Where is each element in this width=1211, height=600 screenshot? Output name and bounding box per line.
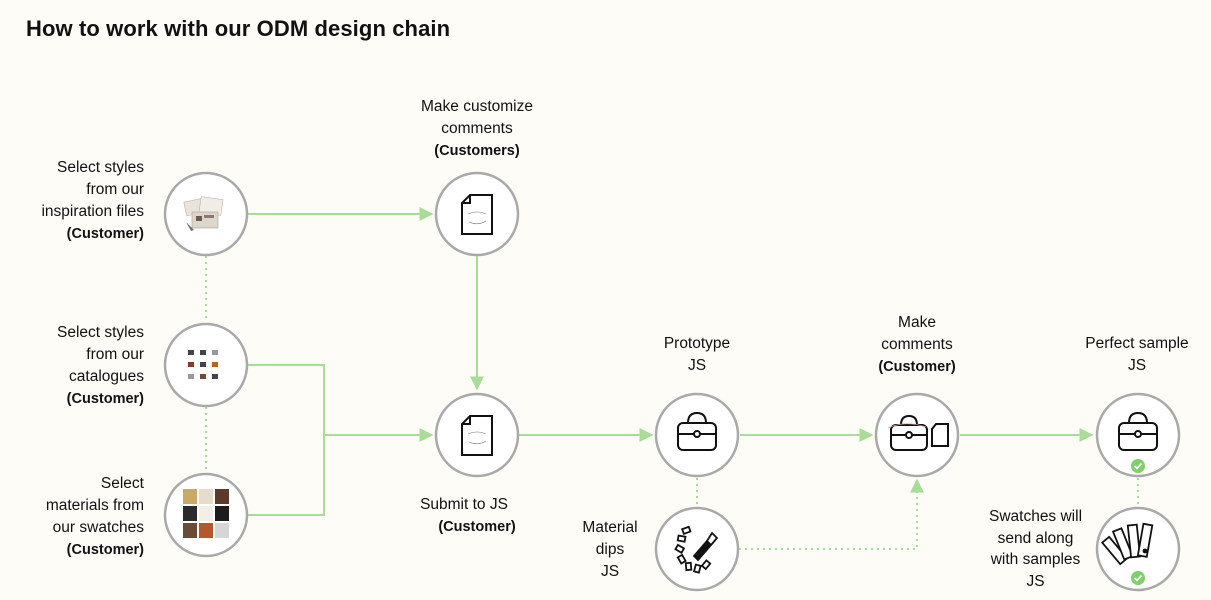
connectors [205, 207, 1139, 550]
fan-deck-icon [1100, 522, 1154, 566]
label-line: Make customize [421, 98, 533, 115]
node-perfect [1095, 392, 1181, 478]
label-prototype: Prototype JS [637, 333, 757, 377]
label-comments: Make comments (Customer) [857, 312, 977, 378]
label-role: (Customers) [434, 143, 520, 159]
label-line: Prototype [663, 335, 731, 352]
label-line: dips [595, 541, 625, 558]
handbag-document-icon [887, 414, 949, 451]
label-line: from our [86, 346, 144, 363]
label-line: from our [86, 181, 144, 198]
label-line: JS [1026, 572, 1045, 590]
label-submit: Submit to JS (Customer) [397, 494, 531, 538]
node-inspiration [163, 171, 249, 257]
handbag-icon [677, 411, 717, 451]
label-line: Select styles [56, 324, 144, 341]
label-line: Make [898, 314, 936, 331]
label-perfect: Perfect sample JS [1072, 333, 1202, 377]
label-line: our swatches [52, 519, 144, 536]
color-dropper-wheel-icon [674, 525, 719, 574]
label-send: Swatches will send along with samples JS [963, 506, 1108, 592]
node-swatches [163, 472, 249, 558]
node-submit [434, 392, 520, 478]
bracket-catalogues-swatches [248, 364, 325, 516]
node-prototype [654, 392, 740, 478]
page-title: How to work with our ODM design chain [26, 16, 451, 41]
document-icon [461, 194, 493, 235]
label-line: Material [582, 519, 638, 536]
label-line: inspiration files [41, 203, 144, 220]
node-customize [434, 171, 520, 257]
label-line: Select [100, 475, 144, 492]
swatch-samples-icon [183, 489, 229, 538]
label-role: (Customer) [66, 226, 144, 242]
label-line: Submit to JS [420, 496, 508, 513]
label-line: Perfect sample [1085, 335, 1189, 352]
label-line: with samples [990, 551, 1081, 568]
dotted-arrow-dips-to-comments [739, 478, 924, 550]
handbag-icon [1118, 411, 1158, 451]
node-send [1095, 506, 1181, 592]
node-comments [874, 392, 960, 478]
label-line: Select styles [56, 159, 144, 176]
label-line: send along [997, 529, 1074, 547]
label-role: (Customer) [878, 359, 956, 375]
label-swatches: Select materials from our swatches (Cust… [46, 473, 144, 561]
label-line: comments [881, 336, 953, 353]
label-line: JS [600, 563, 620, 580]
node-catalogues [163, 322, 249, 408]
label-line: Swatches will [988, 508, 1083, 525]
mood-board-photo-icon [183, 196, 224, 231]
check-icon [1131, 571, 1145, 585]
label-role: (Customer) [438, 519, 516, 535]
label-line: materials from [45, 497, 144, 514]
label-line: JS [1127, 357, 1147, 374]
label-role: (Customer) [66, 391, 144, 407]
label-catalogues: Select styles from our catalogues (Custo… [57, 322, 144, 410]
label-role: (Customer) [66, 542, 144, 558]
label-dips: Material dips JS [570, 517, 650, 583]
label-line: JS [687, 357, 707, 374]
document-icon [461, 415, 493, 456]
label-customize: Make customize comments (Customers) [397, 96, 557, 162]
catalogue-grid-icon [188, 350, 218, 379]
node-dips [654, 506, 740, 592]
check-icon [1131, 459, 1145, 473]
label-line: catalogues [69, 368, 144, 385]
label-inspiration: Select styles from our inspiration files… [41, 157, 144, 245]
label-line: comments [441, 120, 513, 137]
